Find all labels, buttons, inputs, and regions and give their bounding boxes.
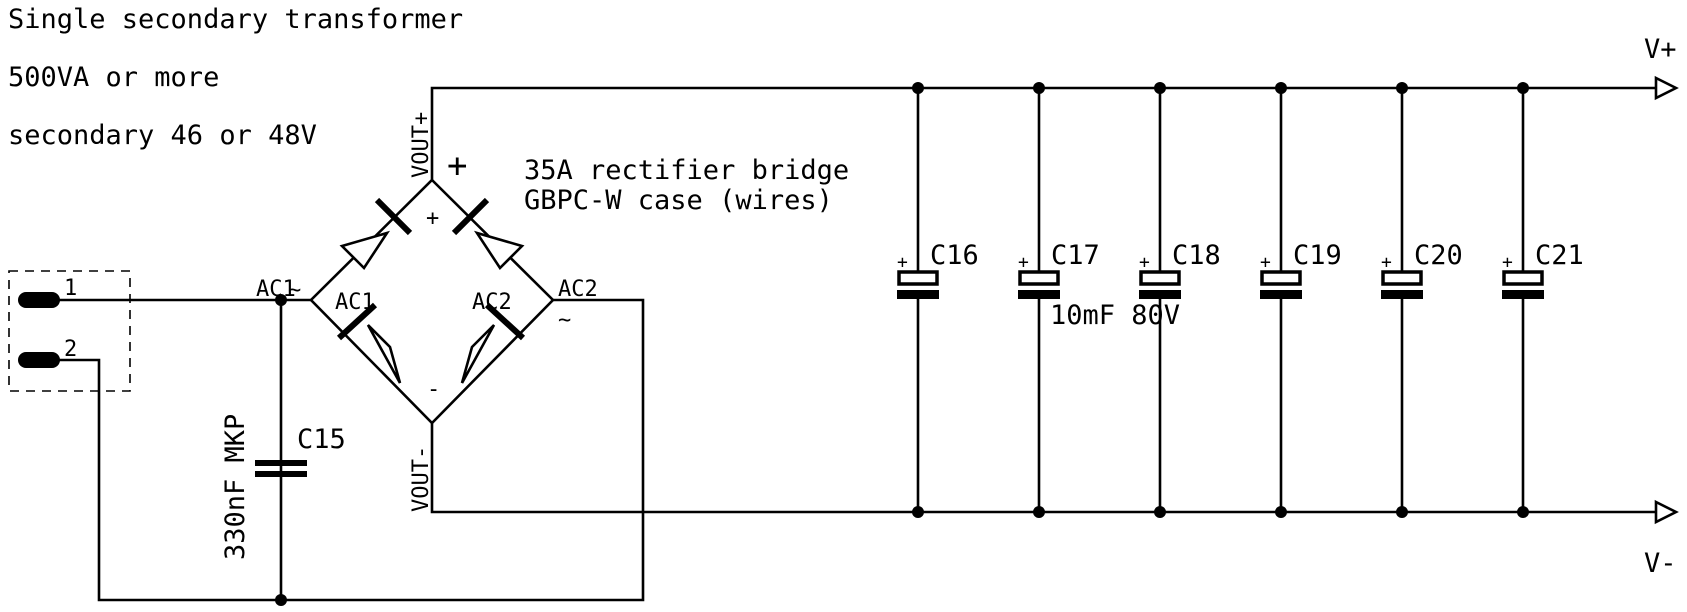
junction-top: [912, 82, 924, 94]
capacitor-c17: + C17: [1018, 82, 1100, 518]
junction-top: [1396, 82, 1408, 94]
diode-d2: [451, 197, 525, 271]
v-minus-port: [1654, 499, 1679, 525]
bridge-pin-ac1: AC1: [256, 277, 296, 302]
bridge-description-2: GBPC-W case (wires): [524, 185, 833, 216]
cap-plus-mark: +: [1381, 252, 1392, 273]
note-power-rating: 500VA or more: [8, 62, 219, 93]
capacitor-c20: + C20: [1381, 82, 1463, 518]
bridge-plus-mark: +: [447, 146, 467, 186]
cap-plus-mark: +: [897, 252, 908, 273]
transformer-connector: 1 2: [8, 270, 131, 392]
bridge-inner-minus: -: [427, 377, 440, 402]
junction-top: [1517, 82, 1529, 94]
diode-d4: [460, 302, 526, 384]
note-transformer-type: Single secondary transformer: [8, 4, 463, 35]
connector-outline: [8, 270, 131, 392]
cap-name-label: C17: [1051, 240, 1100, 271]
reservoir-capacitors: + C16 + C17 + C18 + C19 + C20 + C21: [897, 82, 1584, 518]
v-plus-label: V+: [1644, 34, 1677, 65]
diode-d3: [336, 302, 402, 384]
connector-pin-1-label: 1: [64, 276, 77, 301]
cap-plus-mark: +: [1018, 252, 1029, 273]
reservoir-cap-value: 10mF 80V: [1050, 300, 1180, 331]
diode-d1: [339, 197, 413, 271]
bridge-inner-plus: +: [426, 206, 439, 231]
v-plus-port: [1654, 75, 1679, 101]
bridge-rectifier: AC1 AC2 + - + ~ ~ AC1 AC2 VOUT+ VOUT- 35…: [256, 112, 849, 512]
bridge-pin-vout-minus: VOUT-: [409, 446, 434, 512]
junction-bottom: [912, 506, 924, 518]
note-secondary-voltage: secondary 46 or 48V: [8, 120, 317, 151]
cap-name-label: C18: [1172, 240, 1221, 271]
c15-name: C15: [297, 424, 346, 455]
junction-top: [1033, 82, 1045, 94]
ac-wiring: [52, 294, 645, 606]
bridge-tilde-ac1: ~: [288, 278, 301, 303]
junction-top: [1154, 82, 1166, 94]
bridge-inner-ac1: AC1: [335, 290, 375, 315]
cap-name-label: C20: [1414, 240, 1463, 271]
cap-plus-mark: +: [1502, 252, 1513, 273]
junction-bottom: [1275, 506, 1287, 518]
cap-plus-mark: +: [1260, 252, 1271, 273]
cap-name-label: C19: [1293, 240, 1342, 271]
bridge-pin-ac2: AC2: [558, 277, 598, 302]
junction-bottom: [1517, 506, 1529, 518]
cap-name-label: C16: [930, 240, 979, 271]
bridge-pin-vout-plus: VOUT+: [409, 112, 434, 178]
junction-bottom: [1033, 506, 1045, 518]
capacitor-c18: + C18: [1139, 82, 1221, 518]
capacitor-c16: + C16: [897, 82, 979, 518]
connector-pin-2-label: 2: [64, 337, 77, 362]
junction-bottom: [1154, 506, 1166, 518]
capacitor-c21: + C21: [1502, 82, 1584, 518]
bridge-inner-ac2: AC2: [472, 290, 512, 315]
v-minus-label: V-: [1644, 548, 1677, 579]
junction-bottom: [1396, 506, 1408, 518]
bridge-description-1: 35A rectifier bridge: [524, 155, 849, 186]
capacitor-c15: C15 330nF MKP: [220, 414, 346, 560]
c15-value: 330nF MKP: [220, 414, 251, 560]
junction-top: [1275, 82, 1287, 94]
cap-name-label: C21: [1535, 240, 1584, 271]
bridge-tilde-ac2: ~: [558, 308, 571, 333]
cap-plus-mark: +: [1139, 252, 1150, 273]
capacitor-c19: + C19: [1260, 82, 1342, 518]
dc-rails: V+ V-: [430, 34, 1679, 579]
